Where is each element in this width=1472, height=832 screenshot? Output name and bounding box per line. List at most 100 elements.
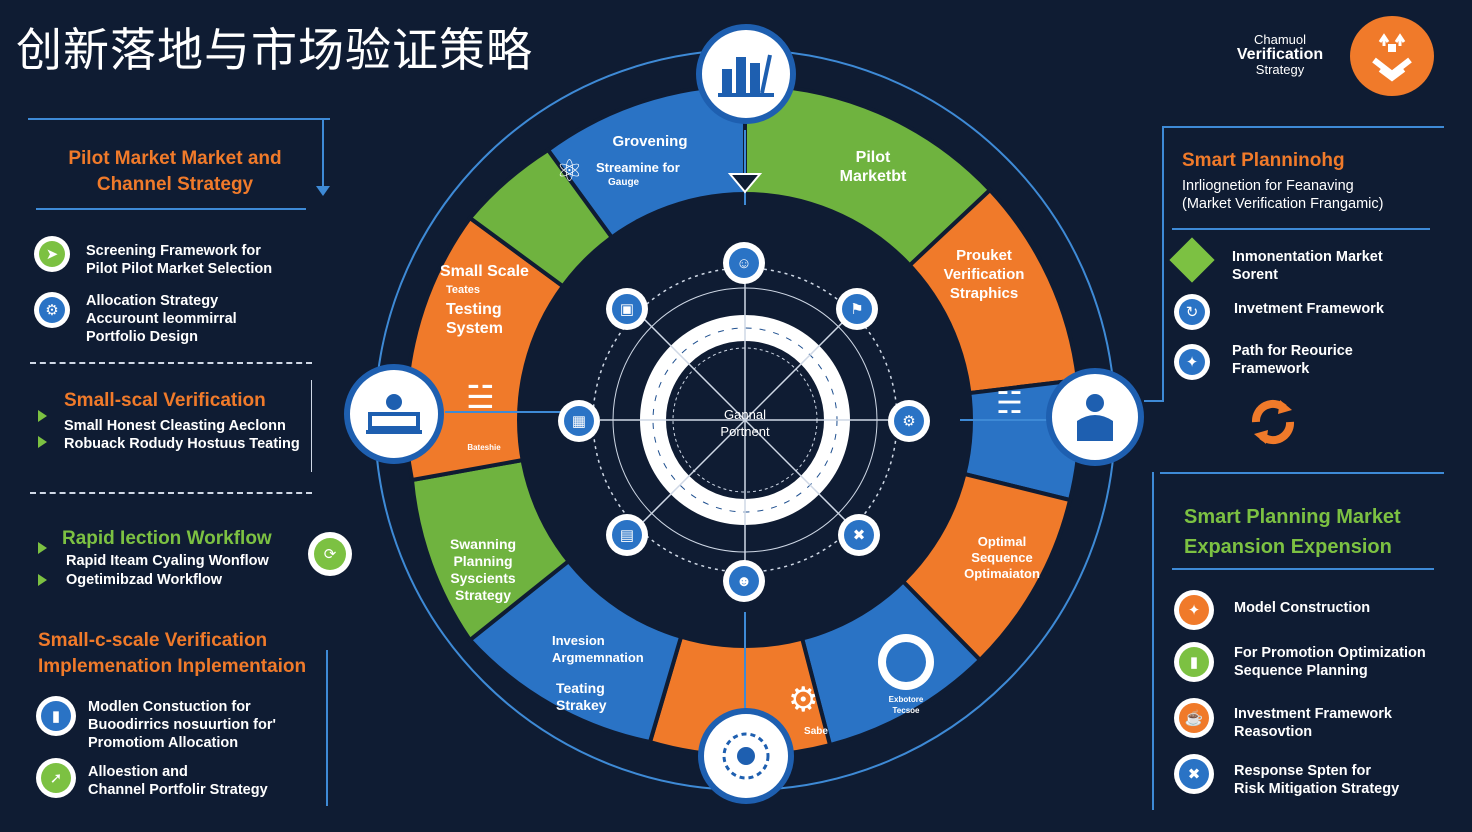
ring-line: Strategy	[454, 587, 512, 603]
ring-line: System	[446, 320, 503, 337]
right-s2-item-4: Response Spten for Risk Mitigation Strat…	[1234, 762, 1399, 798]
gears-icon: ⚙	[788, 681, 819, 719]
item-line: Reasovtion	[1234, 724, 1313, 740]
item-line: Allocation Strategy	[86, 293, 219, 309]
ring-line: Teating	[556, 680, 605, 696]
logo-line: Chamuol	[1253, 32, 1307, 47]
flag-icon: ⚑	[836, 288, 878, 330]
leaf-arrow-icon: ➚	[36, 758, 76, 798]
ring-line: Tecsoe	[892, 706, 920, 715]
title-line: Implemenation Inplementaion	[38, 656, 307, 677]
workstation-icon	[344, 364, 444, 464]
ring-label-top-right: Pilot Marketbt	[818, 148, 928, 186]
down-arrow-icon	[727, 173, 763, 194]
left-s1-item-2: Allocation Strategy Accurount leommirral…	[86, 292, 237, 346]
arrow-right-circle-icon: ➤	[34, 236, 70, 272]
ring-line: Argmemnation	[552, 650, 644, 665]
gear-icon: ⚙	[888, 400, 930, 442]
ring-line: Exbotore	[888, 695, 924, 704]
right-s1-item-3: Path for Reourice Framework	[1232, 342, 1353, 378]
ring-line: Strakey	[556, 697, 607, 713]
clipboard-icon: ▣	[606, 288, 648, 330]
ring-line: Gauge	[608, 177, 640, 188]
title-line: Channel Strategy	[96, 174, 254, 195]
item-line: Pilot Pilot Market Selection	[86, 261, 273, 277]
ring-label-right-upper: Prouket Verification Straphics	[934, 246, 1034, 303]
pillar-icon: ☵	[996, 387, 1023, 420]
group-icon: ☻	[723, 560, 765, 602]
ring-label-left-small: Bateshie	[467, 443, 501, 452]
left-s1-item-1: Screening Framework for Pilot Pilot Mark…	[86, 242, 272, 278]
people-icon: ☺	[723, 242, 765, 284]
item-line: Promotiom Allocation	[88, 735, 239, 751]
ring-label-bottom-orange: Sabe	[804, 726, 828, 737]
item-line: For Promotion Optimization	[1234, 645, 1426, 661]
item-line: Path for Reourice	[1232, 343, 1353, 359]
cycle-arrows-icon: ↻	[1174, 294, 1210, 330]
document-gear-icon: ⚙	[34, 292, 70, 328]
item-line: Buoodirrics nosuurtion for'	[88, 717, 276, 733]
ladder-icon: ☱	[466, 379, 495, 415]
logo-line: Strategy	[1255, 62, 1305, 77]
item-line: Sorent	[1232, 267, 1278, 283]
right-s1-item-1: Inmonentation Market Sorent	[1232, 248, 1383, 284]
item-line: Framework	[1232, 361, 1310, 377]
item-line: Inmonentation Market	[1232, 249, 1383, 265]
right-s2-item-3: Investment Framework Reasovtion	[1234, 705, 1392, 741]
title-line: Expansion Expension	[1184, 536, 1392, 558]
left-s4-item-1: Modlen Constuction for Buoodirrics nosuu…	[88, 698, 276, 752]
ring-line: Small Scale	[440, 263, 529, 280]
subtitle-line: (Market Verification Frangamic)	[1182, 196, 1384, 212]
ring-line: Verification	[943, 266, 1025, 283]
ring-label-top-left: Grovening	[612, 133, 688, 150]
right-s1-title: Smart Planninohg	[1182, 150, 1345, 171]
center-line: Gannal	[724, 407, 766, 422]
wrench-icon: ✖	[1174, 754, 1214, 794]
right-s2-item-2: For Promotion Optimization Sequence Plan…	[1234, 644, 1426, 680]
logo-text: Chamuol Verification Strategy	[1222, 32, 1338, 77]
item-line: Accurount leommirral	[86, 311, 237, 327]
left-s3-item-2: Ogetimibzad Workflow	[66, 572, 223, 588]
item-line: Response Spten for	[1234, 763, 1371, 779]
title-line: Pilot Market Market and	[68, 148, 282, 169]
logo-line: Verification	[1236, 46, 1324, 63]
left-s4-title: Small-c-scale Verification Implemenation…	[38, 628, 306, 680]
item-line: Portfolio Design	[86, 329, 198, 345]
ring-line: Straphics	[949, 285, 1019, 302]
ring-line: Streamine for	[596, 160, 680, 175]
ring-line: Syscients	[450, 570, 516, 586]
right-s1-subtitle: Inrliognetion for Feanaving (Market Veri…	[1182, 177, 1383, 213]
item-line: Risk Mitigation Strategy	[1234, 781, 1400, 797]
left-s2-item-2: Robuack Rodudy Hostuus Teating	[64, 436, 300, 452]
ring-line: Pilot	[855, 149, 891, 166]
building-chart-icon	[696, 24, 796, 124]
tools-icon: ✖	[838, 514, 880, 556]
ring-line: Invesion	[552, 633, 605, 648]
ring-line: Marketbt	[839, 168, 907, 185]
right-s1-item-2: Invetment Framework	[1234, 301, 1384, 317]
ring-line: Planning	[453, 553, 513, 569]
item-line: Investment Framework	[1234, 706, 1392, 722]
server-icon: ▤	[606, 514, 648, 556]
item-line: Channel Portfolir Strategy	[88, 782, 268, 798]
ring-label-bottom-right: Exbotore Tecsoe	[866, 694, 946, 716]
sparkle-icon: ✦	[1174, 344, 1210, 380]
item-line: Sequence Planning	[1234, 663, 1368, 679]
title-line: Smart Planning Market	[1184, 506, 1401, 528]
molecule-icon: ⚛	[556, 155, 583, 188]
center-line: Portnent	[720, 424, 770, 439]
ring-line: Teates	[446, 284, 481, 296]
subtitle-line: Inrliognetion for Feanaving	[1182, 178, 1354, 194]
item-line: Modlen Constuction for	[88, 699, 251, 715]
ring-line: Swanning	[449, 536, 517, 552]
orange-cycle-icon	[1244, 396, 1302, 453]
ring-line: Optimal	[977, 534, 1027, 549]
ring-label-left-upper: Small Scale Teates Testing System	[440, 262, 550, 338]
title-line: Small-c-scale Verification	[38, 630, 268, 651]
ring-label-bottom-left2: Teating Strakey	[556, 680, 646, 714]
item-line: Screening Framework for	[86, 243, 261, 259]
ring-line: Testing	[446, 301, 502, 318]
ring-line: Prouket	[956, 247, 1012, 264]
ring-label-right-lower: Optimal Sequence Optimaiaton	[952, 534, 1052, 582]
page-title: 创新落地与市场验证策略	[16, 23, 533, 77]
